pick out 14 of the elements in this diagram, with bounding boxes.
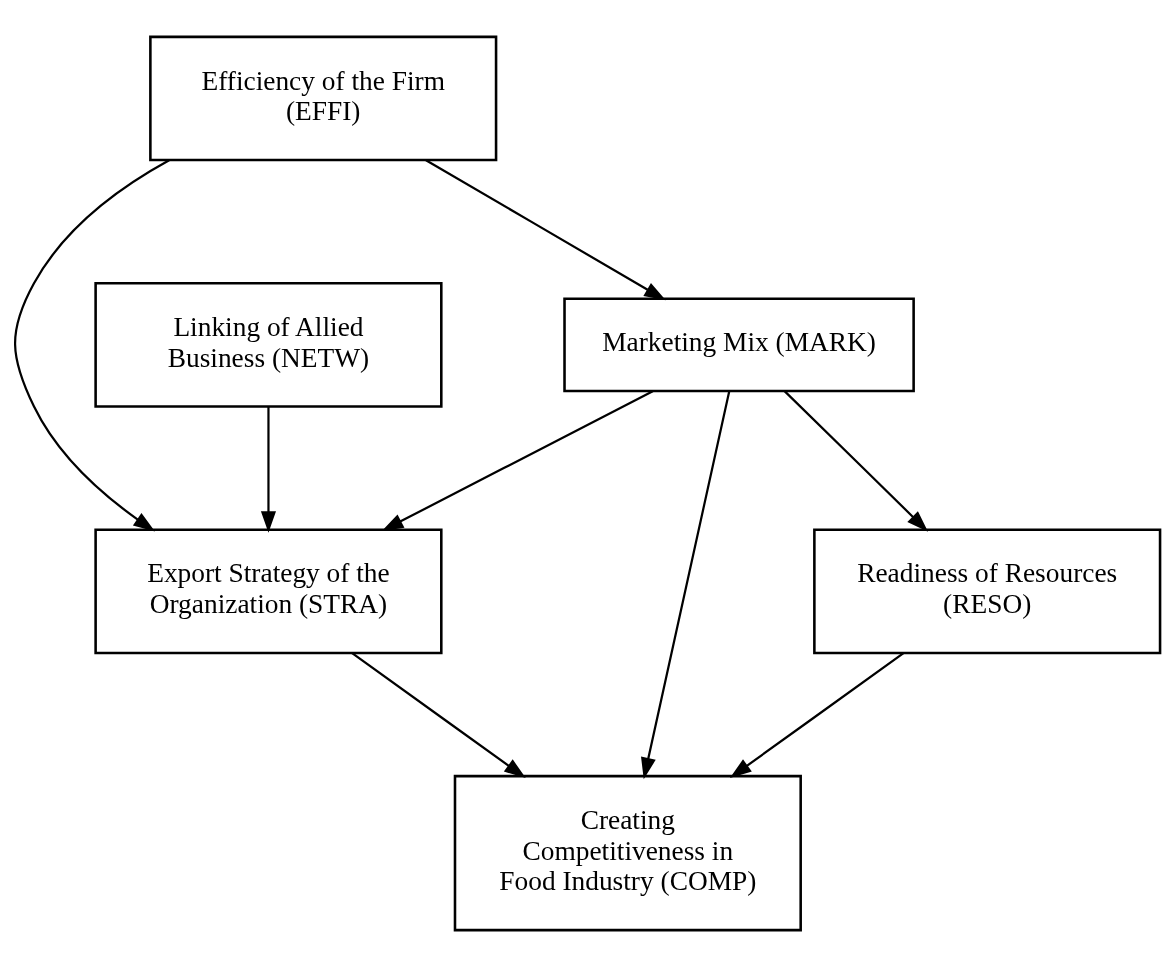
arrow (783, 390, 929, 532)
node-box: Linking of Allied Business (NETW) (94, 282, 443, 408)
arrow (381, 390, 654, 532)
arrow (14, 159, 170, 532)
node-box: Readiness of Resources (RESO) (813, 528, 1162, 655)
node-box: Creating Competitiveness in Food Industry (COMP) (453, 774, 802, 932)
arrow (351, 652, 526, 779)
arrow (729, 652, 905, 779)
node-box: Export Strategy of the Organization (STRA) (94, 528, 443, 655)
node-box: Efficiency of the Firm (EFFI) (149, 35, 498, 162)
arrow (641, 391, 731, 780)
node-box: Marketing Mix (MARK) (563, 297, 915, 393)
arrow (425, 159, 666, 301)
arrow (260, 406, 276, 533)
